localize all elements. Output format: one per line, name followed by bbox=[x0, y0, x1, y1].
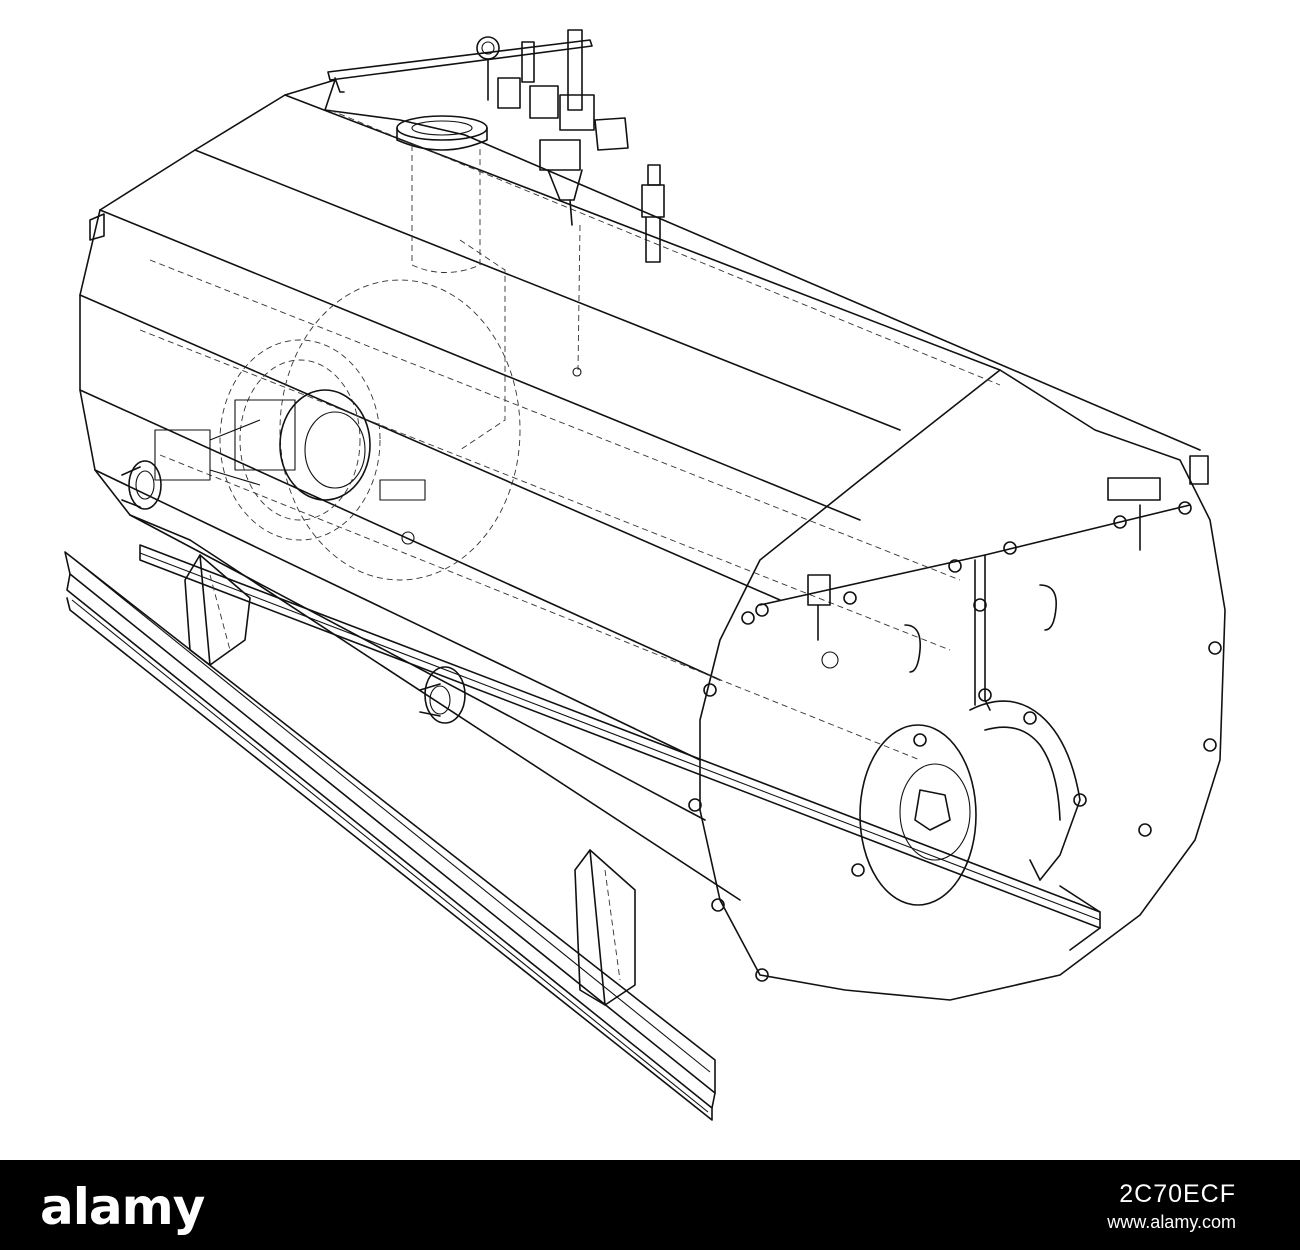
door-bolts bbox=[688, 455, 1222, 982]
boiler-wireframe-drawing bbox=[64, 29, 1226, 1121]
watermark-footer: alamy 2C70ECF www.alamy.com bbox=[0, 1160, 1300, 1250]
boiler-svg bbox=[64, 29, 1226, 1121]
alamy-logo: alamy bbox=[40, 1178, 205, 1236]
boiler-shell bbox=[79, 79, 1226, 1001]
image-id-label: 2C70ECF bbox=[1119, 1180, 1236, 1208]
base-rails bbox=[64, 544, 1101, 1121]
top-fittings bbox=[89, 29, 665, 724]
burner-assembly bbox=[154, 389, 426, 545]
stock-url-label: www.alamy.com bbox=[1107, 1212, 1236, 1232]
